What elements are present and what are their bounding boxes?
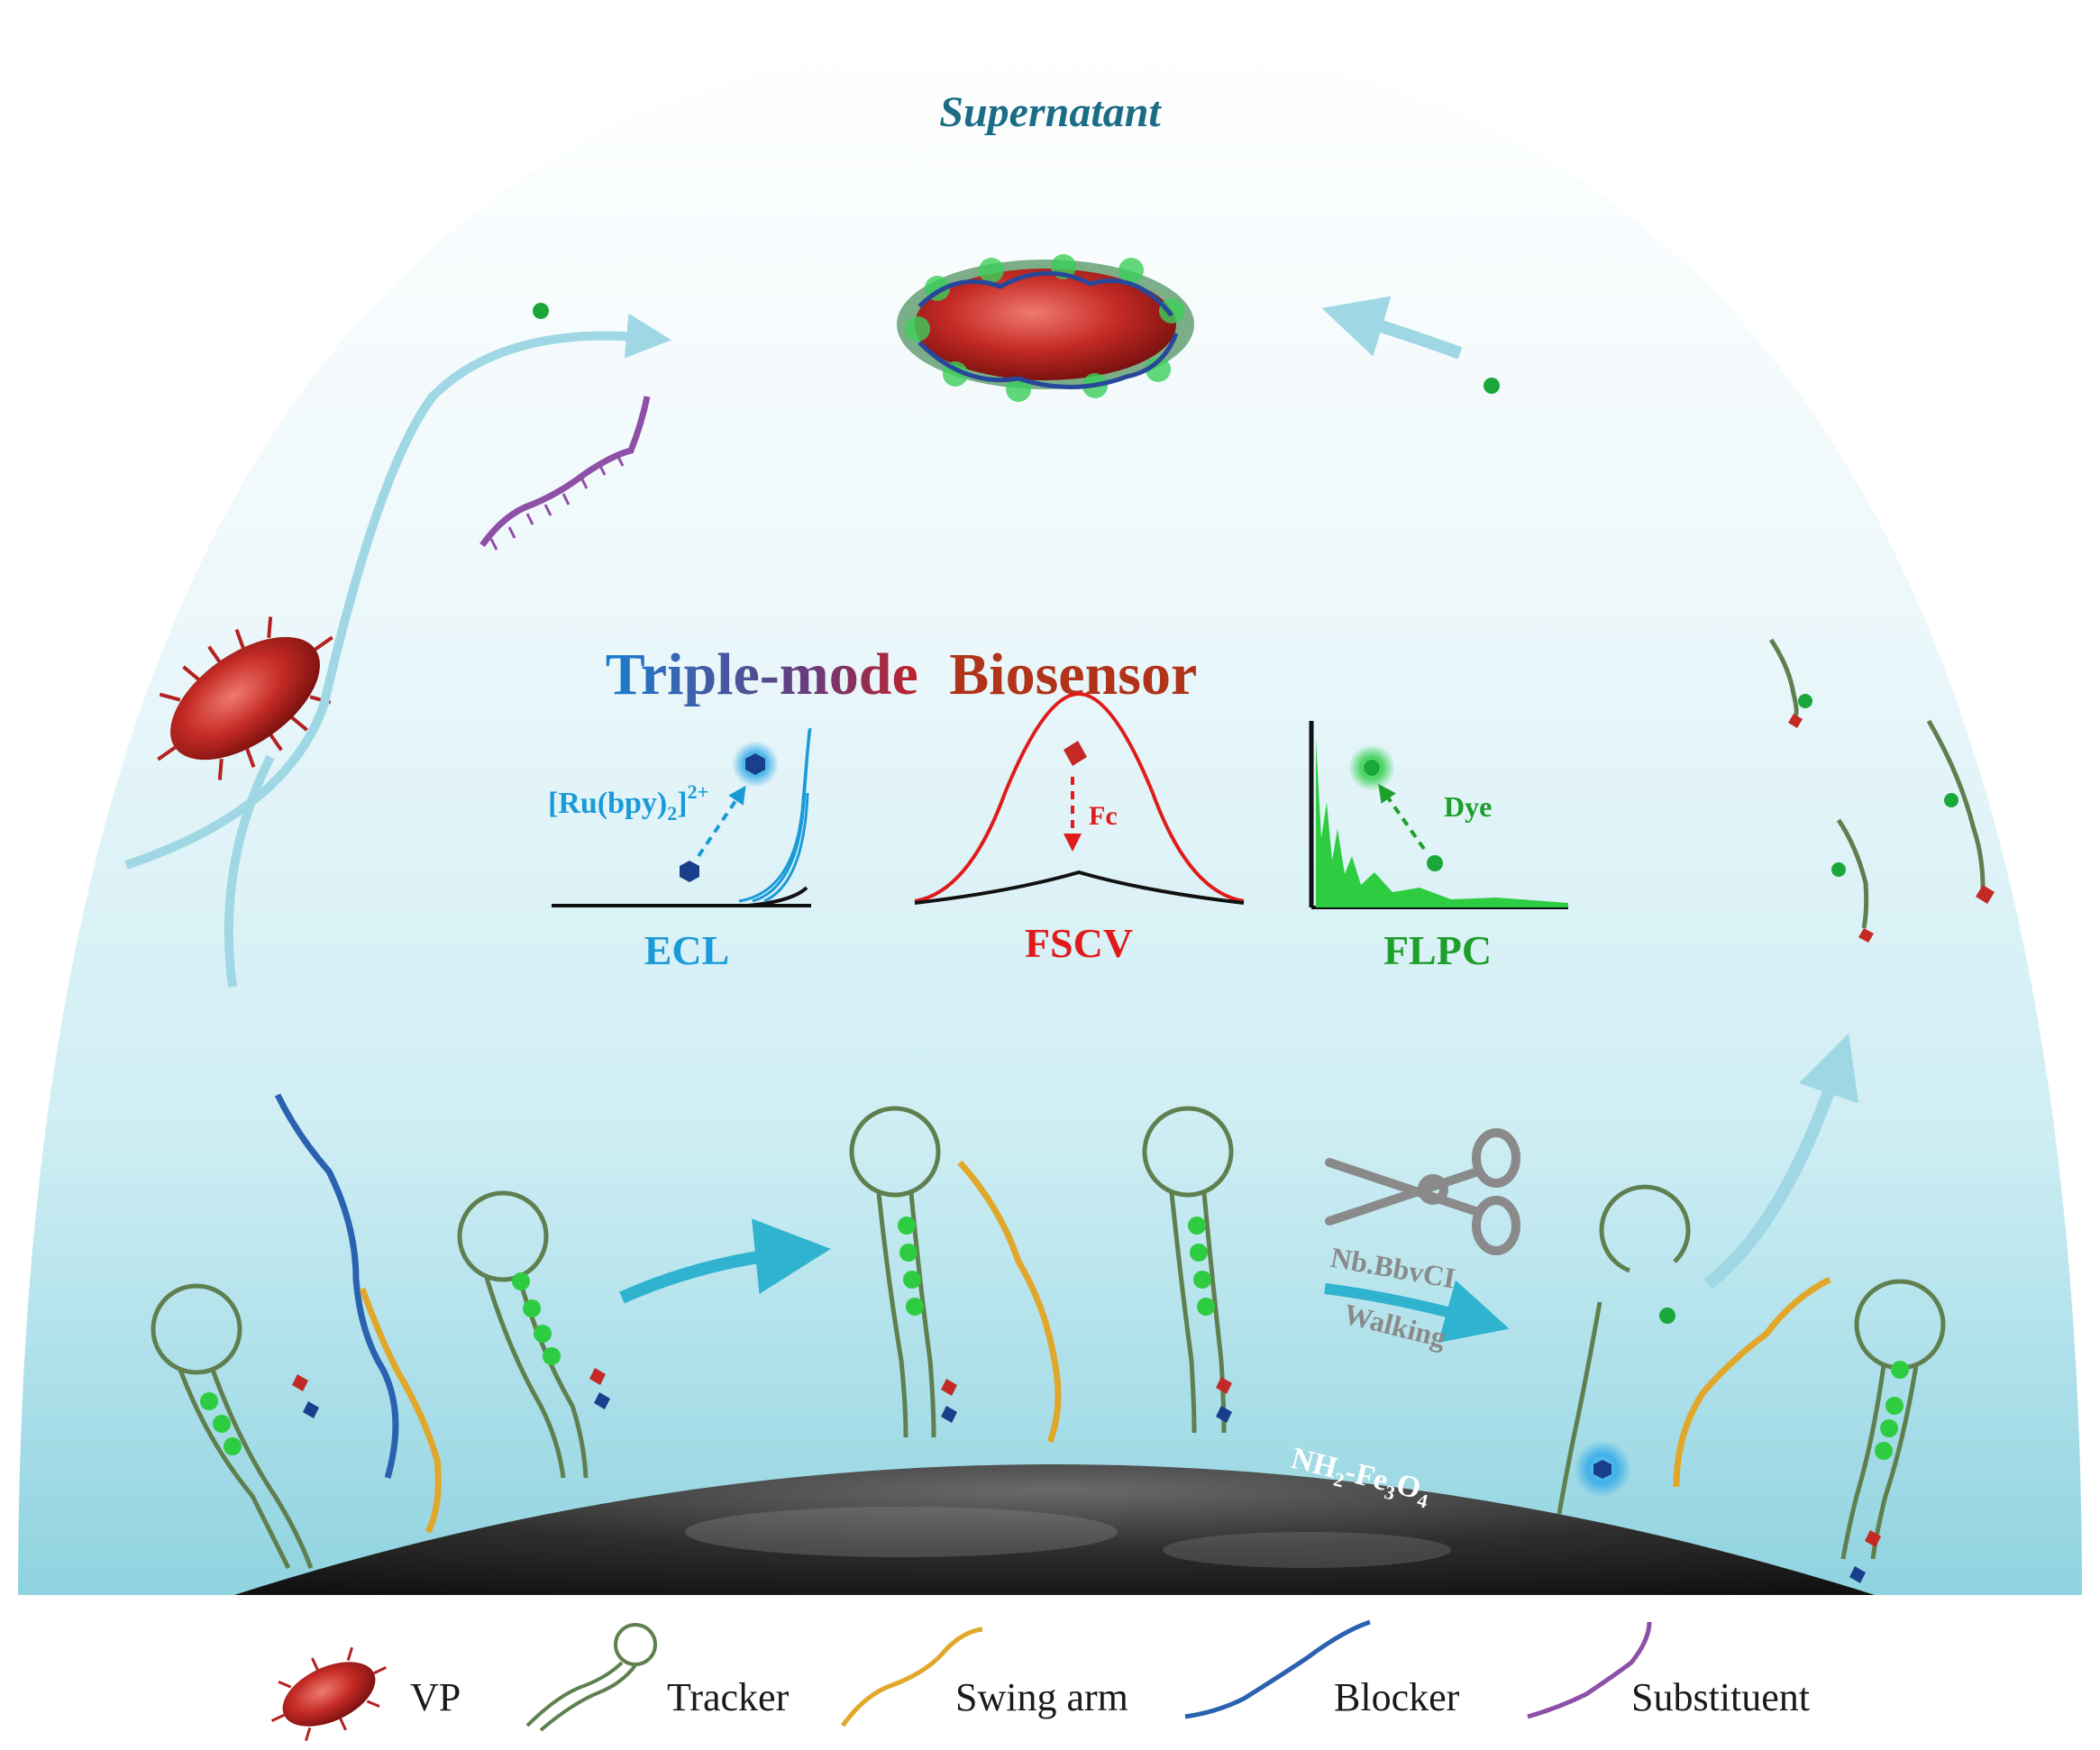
ferrocene-tag <box>1976 885 1995 904</box>
virus-particle-icon <box>270 1646 388 1742</box>
dye-dot <box>533 303 549 319</box>
bead-highlight <box>685 1507 1118 1557</box>
legend-label-tracker: Tracker <box>667 1675 790 1719</box>
dye-dot <box>1944 793 1958 807</box>
svg-text:Fc: Fc <box>1089 801 1118 831</box>
bead-highlight <box>1163 1532 1451 1568</box>
left-flow-branch <box>224 754 275 988</box>
step-arrow <box>619 1218 831 1304</box>
legend-label-vp: VP <box>410 1675 461 1719</box>
svg-text:Dye: Dye <box>1444 790 1492 823</box>
flpc-panel: Dye FLPC <box>1309 721 1568 973</box>
substituent-strand <box>479 396 651 548</box>
diagram-title: Triple-mode Biosensor <box>606 642 1198 707</box>
walking-arrow <box>1324 1280 1510 1344</box>
magnetic-bead <box>234 1464 1875 1595</box>
dye-dot <box>1659 1308 1675 1324</box>
svg-text:ECL: ECL <box>644 927 730 973</box>
scissors-icon <box>1325 1128 1520 1255</box>
dye-dot <box>1831 862 1846 877</box>
dye-dot <box>1484 378 1500 394</box>
legend-label-substituent: Substituent <box>1631 1675 1810 1719</box>
dye-dot <box>1798 694 1812 708</box>
svg-text:FSCV: FSCV <box>1025 920 1133 966</box>
swing-arm-strand <box>1673 1276 1831 1488</box>
left-flow-path <box>124 313 671 870</box>
released-trackers <box>1768 638 1986 929</box>
tracker-tags <box>292 1368 1881 1583</box>
ecl-panel: [Ru(bpy)2]2+ ECL <box>548 727 812 973</box>
svg-text:[Ru(bpy)2]2+: [Ru(bpy)2]2+ <box>548 780 708 825</box>
svg-text:FLPC: FLPC <box>1383 927 1492 973</box>
release-arrow <box>1703 1033 1859 1290</box>
legend-label-blocker: Blocker <box>1334 1675 1460 1719</box>
supernatant-label: Supernatant <box>939 88 1162 136</box>
tracker-group <box>151 1106 1946 1570</box>
substituent-strand-icon <box>1527 1621 1652 1719</box>
tracker-hairpin-icon <box>525 1623 657 1732</box>
right-flow-arrow <box>1321 296 1463 360</box>
virus-particle-left <box>157 616 333 780</box>
ferrocene-tag <box>1788 714 1803 728</box>
swing-arm-strand <box>957 1160 1062 1444</box>
swing-arm-strand-icon <box>840 1627 983 1727</box>
blocker-strand-icon <box>1184 1619 1371 1719</box>
fscv-panel: Fc FSCV <box>914 691 1245 966</box>
tracker-dye-dots <box>200 1217 1909 1460</box>
legend: VP Tracker Swing arm Blocker Substituent <box>270 1619 1810 1742</box>
ferrocene-tag <box>1858 928 1874 943</box>
swing-arm-strand <box>359 1287 442 1534</box>
blocker-strand <box>274 1093 399 1479</box>
legend-label-swing-arm: Swing arm <box>955 1675 1128 1719</box>
virus-complex <box>897 254 1194 402</box>
